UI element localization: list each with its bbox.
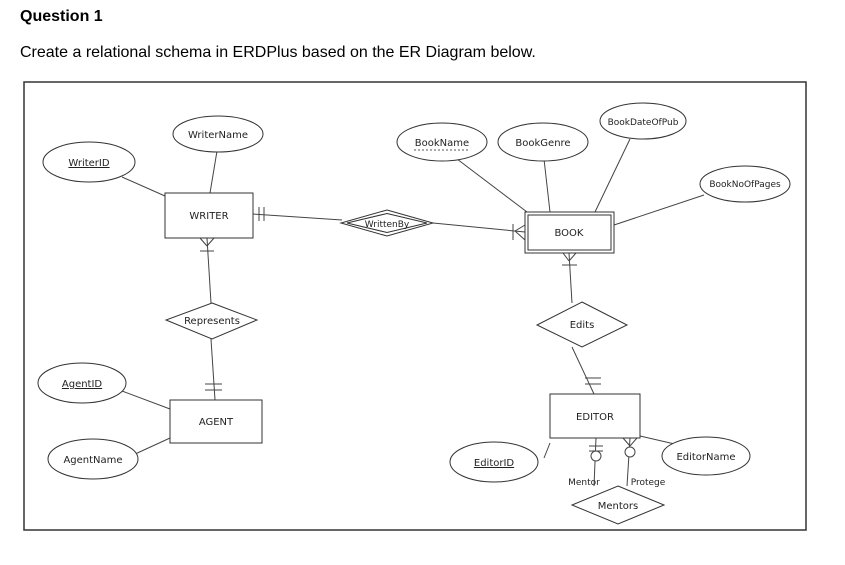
attribute-book-genre-label: BookGenre [515,138,570,149]
connector-lines [121,138,705,487]
relationship-represents-label: Represents [184,316,240,327]
attribute-editor-name: EditorName [661,436,751,476]
attribute-book-no-of-pages: BookNoOfPages [699,165,791,203]
question-title: Question 1 [20,8,103,25]
entity-editor-label: EDITOR [576,412,614,423]
entity-agent: AGENT [169,399,263,444]
question-text: Create a relational schema in ERDPlus ba… [20,44,536,61]
relationship-written-by: WrittenBy [339,209,435,237]
optional-circles [590,446,636,462]
relationship-mentors-label: Mentors [598,501,638,512]
role-mentor-label: Mentor [568,478,600,488]
entity-book: BOOK [524,211,615,254]
attribute-editor-id-label: EditorID [474,458,515,469]
relationship-edits-label: Edits [570,320,595,331]
attribute-book-no-of-pages-label: BookNoOfPages [709,180,781,190]
attribute-book-date-of-pub-label: BookDateOfPub [608,118,679,128]
diagram-frame [23,81,807,531]
entity-book-label: BOOK [555,228,584,239]
entity-writer: WRITER [164,192,254,239]
entity-agent-label: AGENT [199,417,234,428]
relationship-represents: Represents [164,302,259,340]
entity-editor: EDITOR [549,393,641,439]
attribute-agent-id: AgentID [37,362,127,404]
attribute-agent-name: AgentName [47,438,139,480]
attribute-book-date-of-pub: BookDateOfPub [599,102,687,140]
attribute-book-name-label: BookName [415,138,469,149]
role-protege-label: Protege [631,478,666,488]
attribute-editor-id: EditorID [449,441,539,483]
attribute-agent-id-label: AgentID [62,379,103,390]
attribute-editor-name-label: EditorName [676,452,735,463]
relationship-written-by-label: WrittenBy [365,220,410,230]
entity-writer-label: WRITER [189,211,228,222]
attribute-writer-id-label: WriterID [68,158,109,169]
attribute-writer-name-label: WriterName [188,130,248,141]
relationship-edits: Edits [535,301,629,348]
attribute-writer-name: WriterName [172,115,264,153]
cardinality-marks [199,207,638,452]
relationship-mentors: Mentors [570,485,666,525]
attribute-book-genre: BookGenre [497,122,589,162]
attribute-book-name: BookName [396,122,488,162]
attribute-writer-id: WriterID [42,141,136,183]
attribute-agent-name-label: AgentName [63,455,122,466]
